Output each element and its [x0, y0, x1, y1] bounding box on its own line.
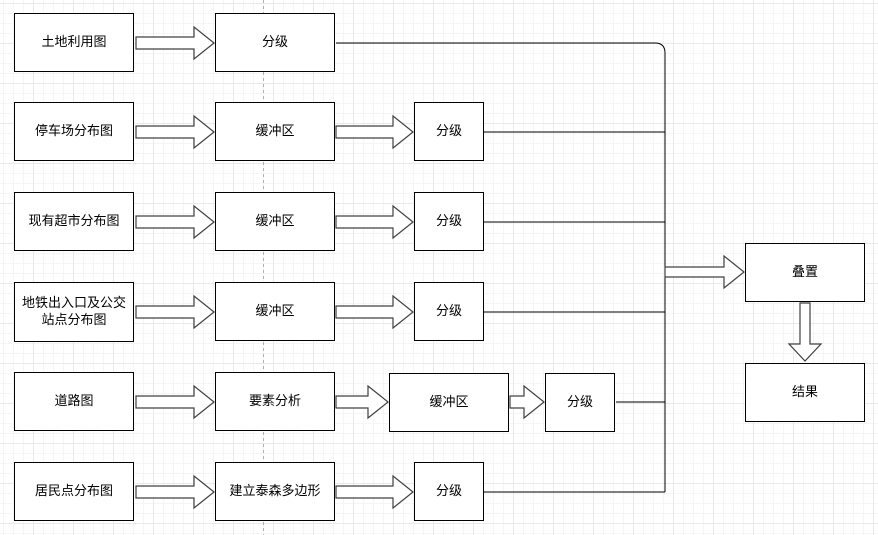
arrow-landuse-to-grading1 — [135, 25, 215, 61]
node-grading-6[interactable]: 分级 — [414, 462, 484, 521]
arrow-thiessen-to-grading6 — [335, 474, 414, 510]
node-label: 叠置 — [791, 264, 818, 280]
node-metro-bus-map[interactable]: 地铁出入口及公交站点分布图 — [14, 282, 134, 342]
arrow-road-to-featureanalysis — [135, 384, 215, 420]
node-land-use-map[interactable]: 土地利用图 — [14, 13, 134, 72]
node-road-map[interactable]: 道路图 — [14, 372, 134, 431]
arrow-supermarket-to-buffer2 — [135, 204, 215, 240]
node-label: 缓冲区 — [255, 303, 295, 319]
arrow-buffer1-to-grading2 — [335, 114, 414, 150]
node-label: 地铁出入口及公交站点分布图 — [21, 295, 126, 327]
arrow-buffer3-to-grading4 — [335, 294, 414, 330]
node-label: 缓冲区 — [429, 394, 469, 410]
node-label: 分级 — [435, 483, 462, 499]
node-label: 停车场分布图 — [34, 123, 113, 139]
node-result[interactable]: 结果 — [745, 363, 865, 422]
node-label: 分级 — [435, 303, 462, 319]
edge-grading1-to-trunk — [336, 42, 666, 492]
node-residential-map[interactable]: 居民点分布图 — [14, 462, 134, 521]
node-label: 土地利用图 — [41, 34, 107, 50]
node-label: 建立泰森多边形 — [229, 483, 321, 499]
node-buffer-3[interactable]: 缓冲区 — [215, 282, 335, 341]
node-buffer-4[interactable]: 缓冲区 — [389, 373, 509, 432]
node-grading-2[interactable]: 分级 — [414, 102, 484, 161]
node-thiessen-polygon[interactable]: 建立泰森多边形 — [215, 462, 335, 521]
node-overlay[interactable]: 叠置 — [745, 243, 865, 302]
arrow-buffer2-to-grading3 — [335, 204, 414, 240]
node-supermarket-map[interactable]: 现有超市分布图 — [14, 192, 134, 251]
node-label: 分级 — [261, 34, 288, 50]
arrow-buffer4-to-grading5 — [509, 384, 545, 420]
arrow-residential-to-thiessen — [135, 474, 215, 510]
node-label: 道路图 — [54, 393, 94, 409]
node-grading-4[interactable]: 分级 — [414, 282, 484, 341]
node-feature-analysis[interactable]: 要素分析 — [215, 372, 335, 431]
arrow-parking-to-buffer1 — [135, 114, 215, 150]
node-grading-3[interactable]: 分级 — [414, 192, 484, 251]
node-buffer-2[interactable]: 缓冲区 — [215, 192, 335, 251]
arrow-featureanalysis-to-buffer4 — [335, 384, 389, 420]
node-grading-1[interactable]: 分级 — [215, 13, 335, 72]
node-label: 居民点分布图 — [34, 483, 113, 499]
node-label: 结果 — [791, 384, 818, 400]
node-parking-map[interactable]: 停车场分布图 — [14, 102, 134, 161]
node-label: 缓冲区 — [255, 213, 295, 229]
arrow-overlay-to-result — [787, 302, 823, 362]
arrow-metrobus-to-buffer3 — [135, 294, 215, 330]
node-buffer-1[interactable]: 缓冲区 — [215, 102, 335, 161]
node-label: 分级 — [435, 213, 462, 229]
node-label: 缓冲区 — [255, 123, 295, 139]
node-label: 分级 — [435, 123, 462, 139]
node-label: 要素分析 — [248, 393, 301, 409]
arrow-trunk-to-overlay — [664, 254, 745, 290]
node-grading-5[interactable]: 分级 — [545, 373, 615, 432]
node-label: 分级 — [566, 394, 593, 410]
node-label: 现有超市分布图 — [28, 213, 120, 229]
